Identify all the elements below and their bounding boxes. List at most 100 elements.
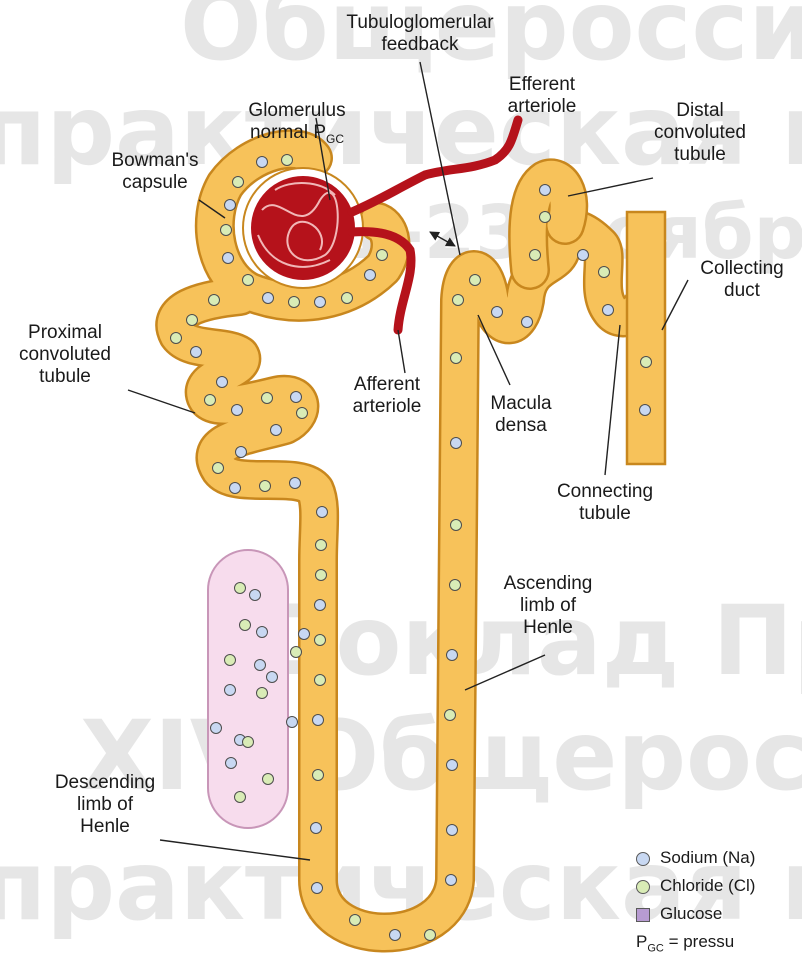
chloride-particle [221, 225, 232, 236]
chloride-particle [235, 792, 246, 803]
collecting-duct [627, 212, 665, 464]
chloride-particle [350, 915, 361, 926]
chloride-particle [540, 212, 551, 223]
sodium-particle [447, 825, 458, 836]
chloride-particle [451, 520, 462, 531]
sodium-particle [312, 883, 323, 894]
sodium-particle [257, 627, 268, 638]
sodium-particle [447, 760, 458, 771]
sodium-particle [603, 305, 614, 316]
chloride-particle [205, 395, 216, 406]
sodium-particle [271, 425, 282, 436]
sodium-particle [250, 590, 261, 601]
sodium-particle [446, 875, 457, 886]
sodium-particle [226, 758, 237, 769]
glomerulus-subscript: GC [326, 132, 344, 146]
chloride-particle [377, 250, 388, 261]
sodium-particle [232, 405, 243, 416]
chloride-particle [240, 620, 251, 631]
chloride-particle [530, 250, 541, 261]
chloride-particle [243, 737, 254, 748]
sodium-swatch [636, 852, 650, 866]
sodium-particle [191, 347, 202, 358]
sodium-particle [365, 270, 376, 281]
label-descending-limb: Descending limb of Henle [40, 772, 170, 838]
legend: Sodium (Na) Chloride (Cl) Glucose PGC = … [636, 844, 755, 956]
sodium-particle [225, 685, 236, 696]
label-ascending-limb: Ascending limb of Henle [480, 573, 616, 639]
legend-pgc-text: = pressu [664, 932, 734, 951]
chloride-particle [209, 295, 220, 306]
sodium-particle [317, 507, 328, 518]
legend-row-glucose: Glucose [636, 900, 755, 928]
chloride-particle [233, 177, 244, 188]
chloride-particle [313, 770, 324, 781]
peritubular-capillary [208, 550, 288, 828]
label-macula-densa: Macula densa [476, 393, 566, 437]
legend-row-pgc: PGC = pressu [636, 928, 755, 956]
sodium-particle [451, 438, 462, 449]
chloride-particle [445, 710, 456, 721]
sodium-particle [225, 200, 236, 211]
label-tubuloglomerular-feedback: Tubuloglomerular feedback [320, 12, 520, 56]
label-afferent-arteriole: Afferent arteriole [332, 374, 442, 418]
chloride-particle [453, 295, 464, 306]
legend-pgc-prefix: P [636, 932, 647, 951]
chloride-particle [316, 540, 327, 551]
chloride-particle [213, 463, 224, 474]
chloride-particle [282, 155, 293, 166]
sodium-particle [223, 253, 234, 264]
chloride-particle [291, 647, 302, 658]
chloride-particle [316, 570, 327, 581]
chloride-particle [289, 297, 300, 308]
sodium-particle [311, 823, 322, 834]
sodium-particle [447, 650, 458, 661]
legend-pgc-subscript: GC [647, 942, 664, 954]
legend-row-sodium: Sodium (Na) [636, 844, 755, 872]
chloride-particle [450, 580, 461, 591]
sodium-particle [313, 715, 324, 726]
sodium-particle [287, 717, 298, 728]
sodium-particle [263, 293, 274, 304]
sodium-particle [290, 478, 301, 489]
chloride-particle [235, 583, 246, 594]
label-distal-convoluted-tubule: Distal convoluted tubule [640, 100, 760, 166]
sodium-particle [578, 250, 589, 261]
sodium-particle [217, 377, 228, 388]
sodium-particle [315, 600, 326, 611]
glucose-swatch [636, 908, 650, 922]
chloride-particle [342, 293, 353, 304]
sodium-particle [211, 723, 222, 734]
label-collecting-duct: Collecting duct [680, 258, 802, 302]
label-bowmans-capsule: Bowman's capsule [100, 150, 210, 194]
legend-chloride-label: Chloride (Cl) [660, 876, 755, 895]
sodium-particle [257, 157, 268, 168]
chloride-particle [225, 655, 236, 666]
glomerulus [243, 168, 363, 288]
sodium-particle [390, 930, 401, 941]
sodium-particle [522, 317, 533, 328]
sodium-particle [492, 307, 503, 318]
sodium-particle [267, 672, 278, 683]
chloride-particle [599, 267, 610, 278]
sodium-particle [315, 297, 326, 308]
legend-glucose-label: Glucose [660, 904, 722, 923]
sodium-particle [640, 405, 651, 416]
label-proximal-convoluted-tubule: Proximal convoluted tubule [5, 322, 125, 388]
sodium-particle [230, 483, 241, 494]
chloride-particle [641, 357, 652, 368]
chloride-particle [171, 333, 182, 344]
chloride-particle [260, 481, 271, 492]
sodium-particle [299, 629, 310, 640]
chloride-particle [470, 275, 481, 286]
sodium-particle [236, 447, 247, 458]
chloride-particle [263, 774, 274, 785]
chloride-particle [315, 675, 326, 686]
chloride-particle [451, 353, 462, 364]
legend-row-chloride: Chloride (Cl) [636, 872, 755, 900]
chloride-swatch [636, 880, 650, 894]
label-glomerulus: Glomerulus normal PGC [222, 78, 372, 150]
sodium-particle [255, 660, 266, 671]
chloride-particle [297, 408, 308, 419]
tubuloglomerular-arrows [430, 232, 455, 246]
